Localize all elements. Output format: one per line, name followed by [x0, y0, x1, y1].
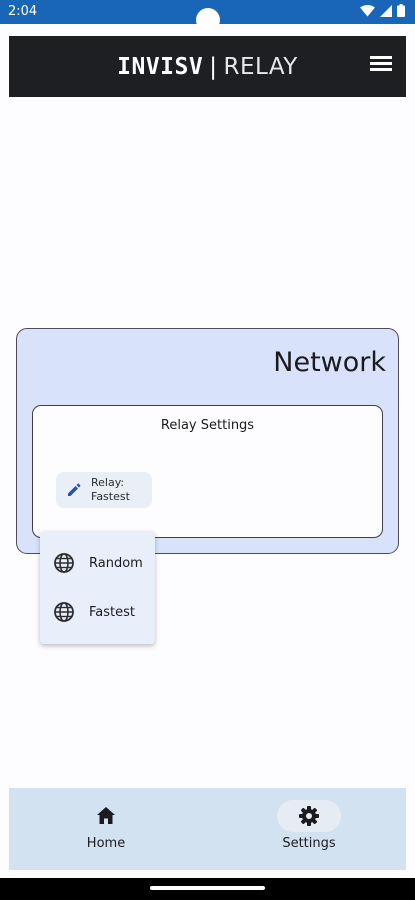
pencil-icon [66, 482, 82, 503]
network-title: Network [273, 347, 386, 378]
nav-item-settings[interactable]: Settings [249, 788, 369, 870]
relay-chip-label: Relay: Fastest [91, 476, 151, 504]
nav-icon-container [74, 800, 138, 832]
signal-icon [380, 4, 392, 17]
status-time: 2:04 [8, 4, 38, 19]
system-gesture-bar [0, 878, 415, 900]
brand-name: INVISV [117, 54, 204, 80]
relay-selector-chip[interactable]: Relay: Fastest [56, 472, 152, 508]
gesture-handle[interactable] [150, 886, 265, 890]
globe-icon [53, 601, 75, 628]
app-bar: INVISV|RELAY [9, 36, 406, 97]
nav-icon-container-active [277, 800, 341, 832]
dropdown-item-fastest[interactable]: Fastest [40, 588, 155, 636]
home-icon [97, 807, 115, 824]
gear-icon [299, 806, 319, 826]
globe-icon [53, 552, 75, 579]
dropdown-item-label: Random [89, 556, 143, 571]
camera-cutout [196, 8, 220, 32]
relay-dropdown-menu: Random Fastest [40, 531, 155, 644]
hamburger-menu-icon[interactable] [370, 56, 392, 76]
dropdown-item-random[interactable]: Random [40, 539, 155, 587]
relay-chip-line2: Fastest [91, 490, 130, 503]
status-icons [360, 4, 405, 17]
wifi-icon [360, 4, 375, 17]
dropdown-item-label: Fastest [89, 605, 135, 620]
relay-chip-line1: Relay: [91, 476, 125, 489]
app-title: INVISV|RELAY [9, 53, 406, 80]
relay-settings-card: Relay Settings [32, 405, 383, 538]
brand-separator: | [209, 54, 218, 80]
brand-product: RELAY [223, 54, 298, 80]
nav-item-home[interactable]: Home [46, 788, 166, 870]
battery-icon [397, 4, 405, 17]
bottom-navigation: Home Settings [9, 788, 406, 870]
nav-label-home: Home [86, 836, 126, 851]
nav-label-settings: Settings [282, 836, 336, 851]
nav-edge [0, 870, 415, 878]
relay-settings-title: Relay Settings [160, 418, 255, 433]
